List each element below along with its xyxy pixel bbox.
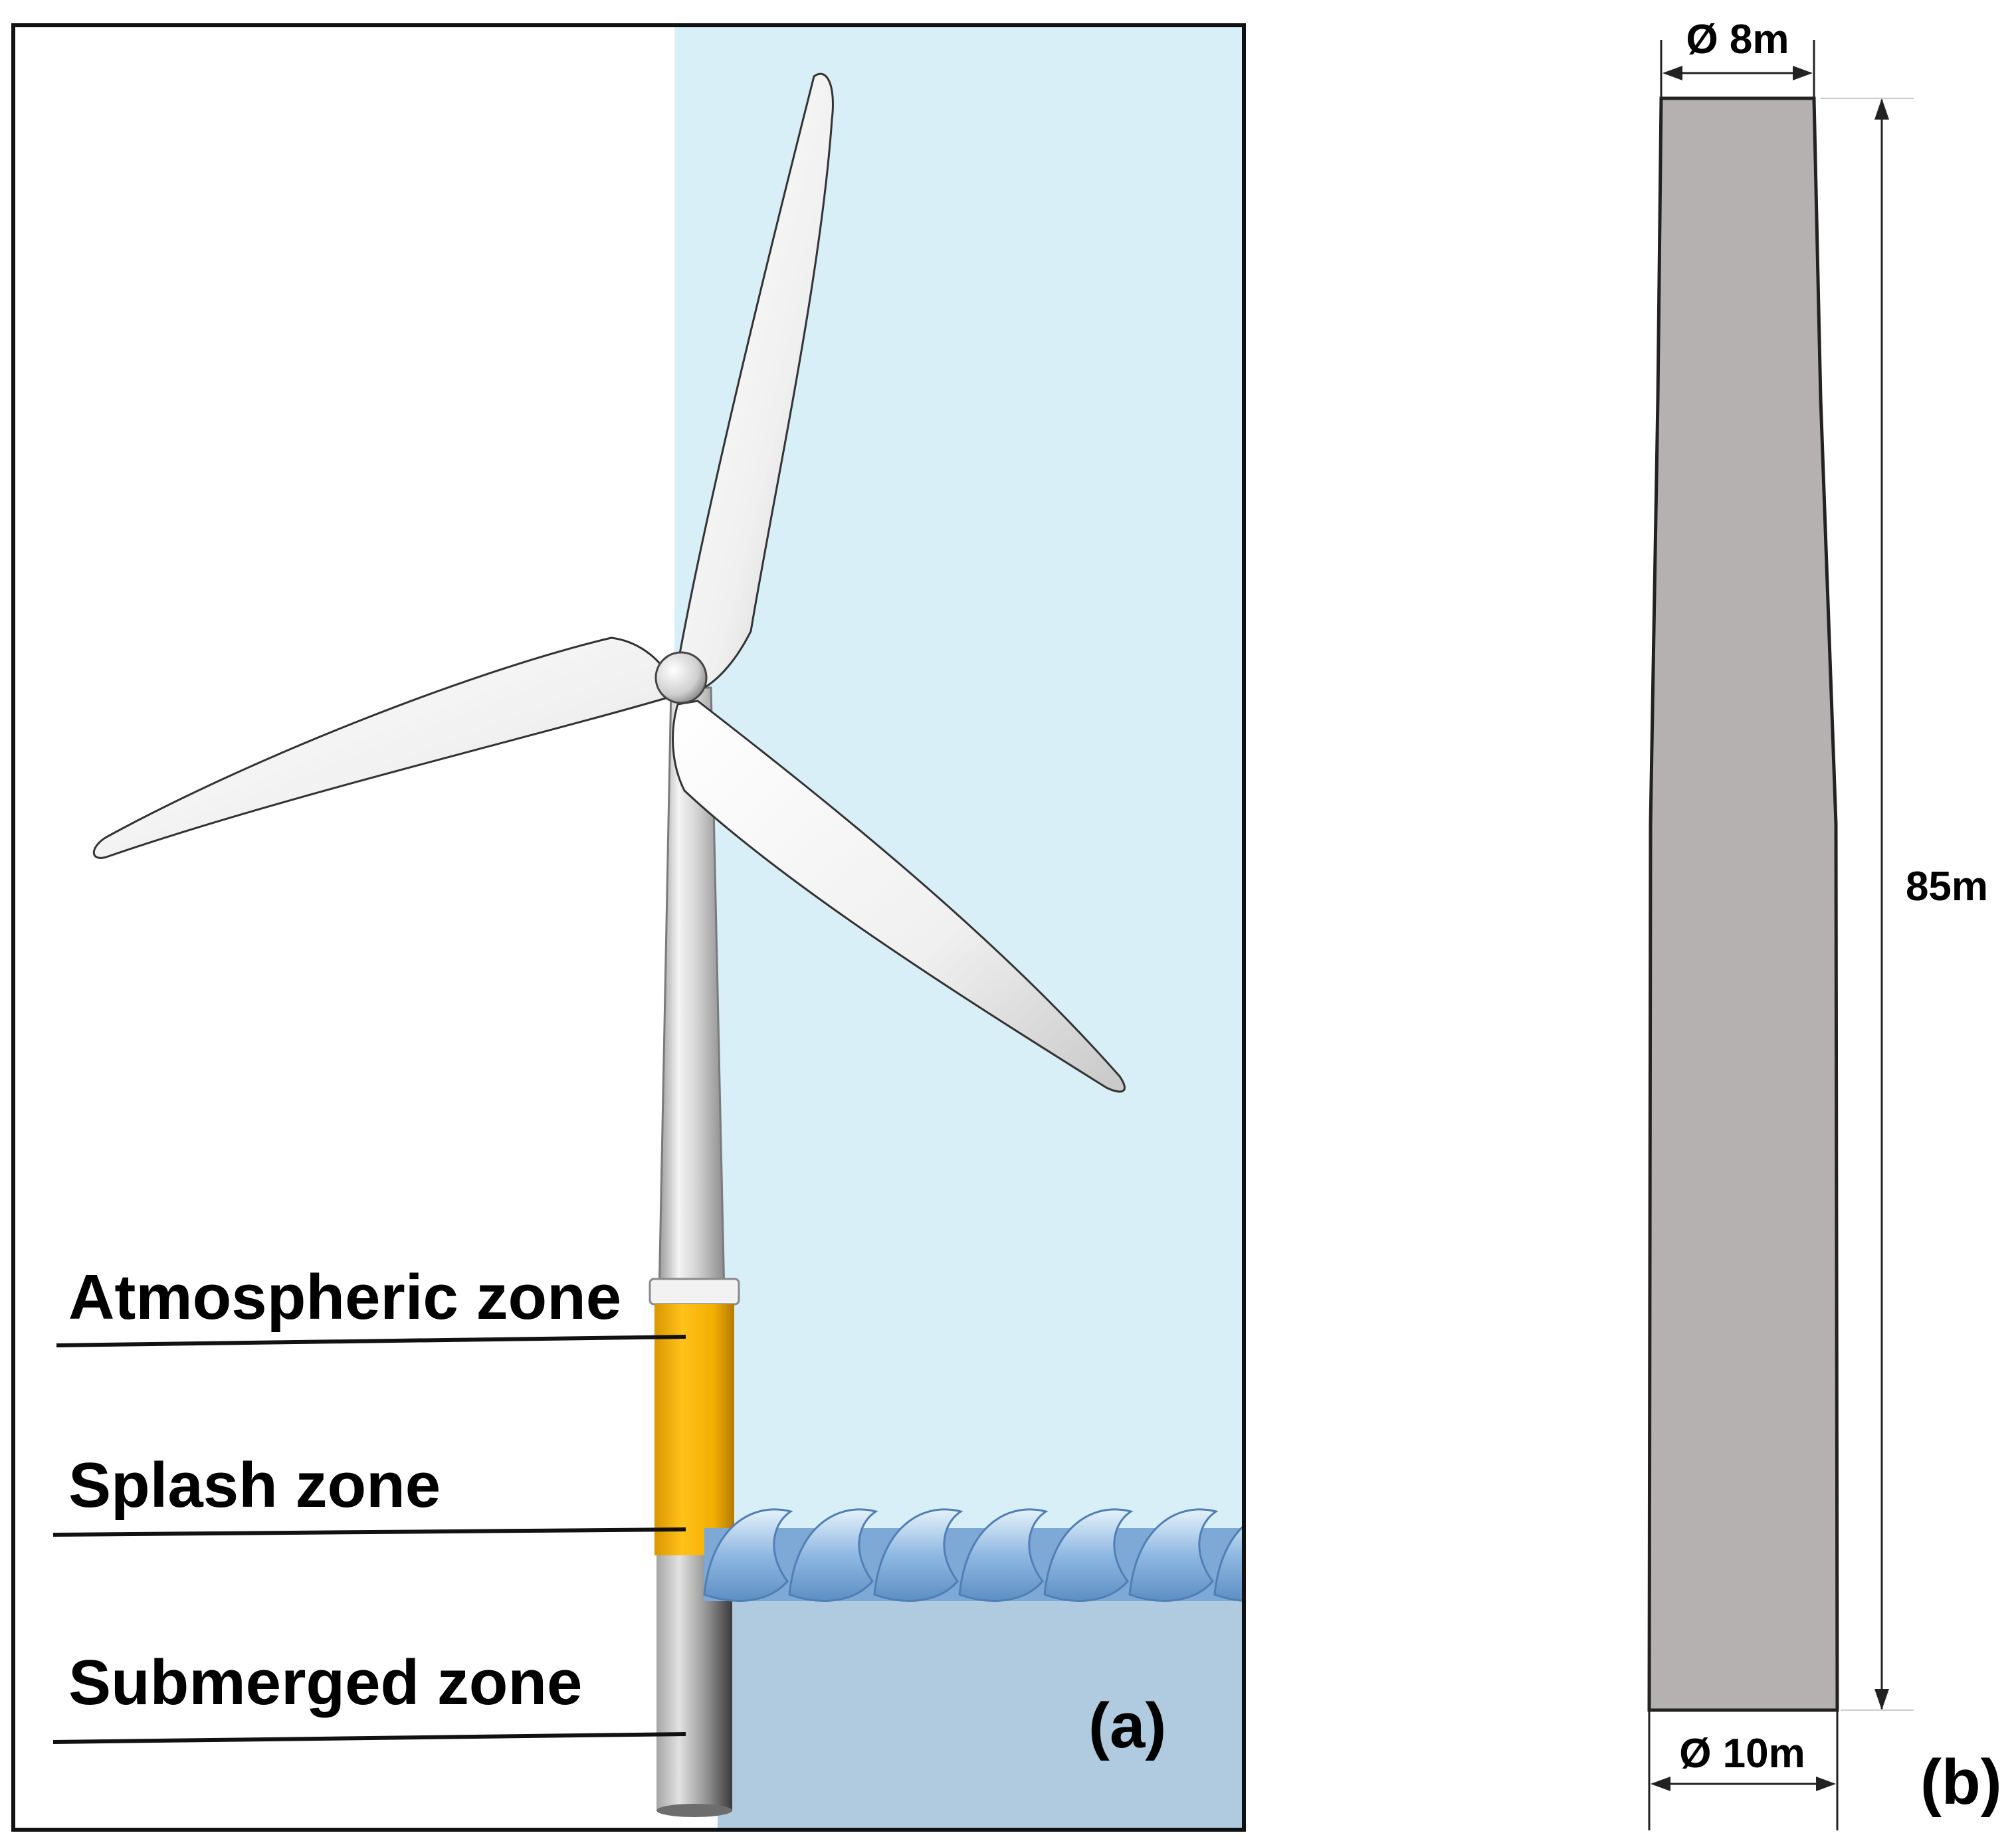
sea-water bbox=[718, 1595, 1244, 1830]
turbine-blade-lower bbox=[672, 700, 1126, 1093]
splash-zone-leader-line bbox=[52, 1527, 686, 1537]
bottom-diameter-arrow-right bbox=[1816, 1777, 1836, 1791]
wave-crest bbox=[1043, 1508, 1134, 1602]
atmospheric-zone-callout: Atmospheric zone bbox=[56, 1262, 686, 1347]
splash-zone-band bbox=[655, 1304, 734, 1555]
splash-zone-callout: Splash zone bbox=[52, 1450, 686, 1537]
wave-crest bbox=[1213, 1524, 1244, 1602]
bottom-diameter-label: Ø 10m bbox=[1679, 1731, 1805, 1777]
top-diameter-arrow-left bbox=[1663, 66, 1682, 80]
panel-a-frame bbox=[11, 23, 1246, 1832]
panel-a: Atmospheric zone Splash zone Submerged z… bbox=[11, 23, 1386, 1832]
atmospheric-zone-label: Atmospheric zone bbox=[68, 1262, 621, 1333]
rotor-hub bbox=[655, 651, 708, 704]
height-arrow-bottom bbox=[1874, 1689, 1889, 1710]
turbine-blade-upper bbox=[676, 72, 834, 689]
submerged-zone-callout: Submerged zone bbox=[52, 1647, 686, 1744]
wave-crest bbox=[958, 1508, 1049, 1602]
wave-crest bbox=[1300, 1509, 1386, 1601]
wave-crest bbox=[1128, 1508, 1219, 1602]
panel-a-tag: (a) bbox=[1088, 1690, 1166, 1761]
transition-collar bbox=[649, 1278, 740, 1306]
wave-crest bbox=[873, 1508, 963, 1602]
submerged-zone-leader-line bbox=[52, 1732, 686, 1744]
top-diameter-arrow-right bbox=[1793, 66, 1813, 80]
panel-b: Ø 8m 85m Ø 10m (b) bbox=[1647, 17, 2002, 1830]
submerged-zone-label: Submerged zone bbox=[68, 1647, 582, 1718]
height-arrow-top bbox=[1874, 98, 1889, 120]
wave-crest bbox=[788, 1508, 878, 1602]
panel-b-tag: (b) bbox=[1920, 1747, 2002, 1818]
ocean-waves bbox=[703, 1508, 1386, 1602]
turbine-blade-left bbox=[92, 636, 669, 859]
bottom-diameter-arrow-left bbox=[1651, 1777, 1670, 1791]
top-diameter-label: Ø 8m bbox=[1686, 17, 1789, 62]
submerged-monopile bbox=[656, 1555, 732, 1816]
height-label: 85m bbox=[1906, 864, 1988, 910]
monopile-profile bbox=[1647, 96, 1839, 1712]
atmospheric-zone-leader-line bbox=[56, 1335, 686, 1347]
splash-zone-label: Splash zone bbox=[68, 1450, 441, 1521]
wave-crest bbox=[703, 1508, 793, 1602]
